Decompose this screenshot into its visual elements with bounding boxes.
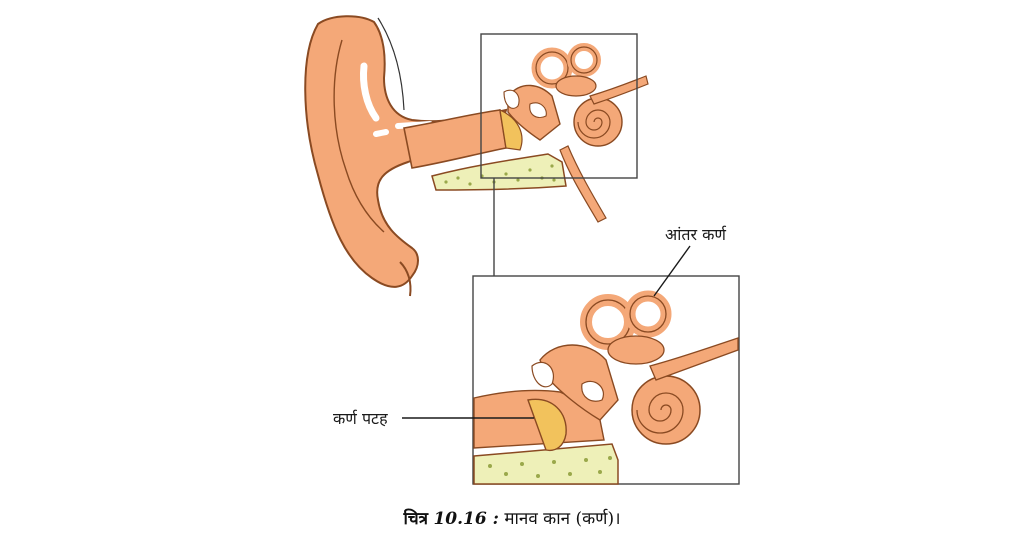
inset-bone-dots xyxy=(488,456,612,478)
figure-caption: चित्र 10.16 : मानव कान (कर्ण)। xyxy=(0,506,1024,529)
eustachian-tube xyxy=(559,145,607,223)
outer-ear-drawing xyxy=(304,15,649,297)
inset-bone xyxy=(473,443,619,485)
earlobe-tail xyxy=(399,261,412,297)
pinna-inner-rim xyxy=(333,39,385,233)
label-eardrum-group: कर्ण पटह xyxy=(333,409,534,428)
label-inner-ear-group: आंतर कर्ण xyxy=(653,225,727,297)
ear-canal xyxy=(403,109,507,169)
ossicles-large xyxy=(531,361,604,402)
cochlea-large xyxy=(631,375,701,445)
zoom-frame-small xyxy=(480,33,638,179)
caption-prefix: चित्र xyxy=(403,509,429,529)
pinna-highlight-1 xyxy=(360,62,380,122)
ossicles-small xyxy=(503,89,547,119)
semicircular-canals-large xyxy=(580,290,672,365)
auditory-nerve-large xyxy=(649,337,739,381)
semicircular-canals-small xyxy=(531,43,601,97)
temporal-bone xyxy=(431,153,567,191)
label-eardrum: कर्ण पटह xyxy=(333,409,388,428)
inset-enlarged-ear xyxy=(472,275,740,485)
leader-line-inner-ear xyxy=(653,245,691,297)
cochlea-small xyxy=(573,97,623,147)
caption-text: मानव कान (कर्ण)। xyxy=(504,509,621,529)
auditory-nerve-small xyxy=(589,75,649,105)
pinna-highlight-3 xyxy=(373,129,389,137)
pinna xyxy=(304,15,508,288)
skin-line xyxy=(377,17,405,111)
eardrum-large xyxy=(527,398,567,452)
label-inner-ear: आंतर कर्ण xyxy=(665,225,727,244)
caption-number: 10.16 : xyxy=(433,509,499,529)
eardrum-small xyxy=(499,109,523,151)
